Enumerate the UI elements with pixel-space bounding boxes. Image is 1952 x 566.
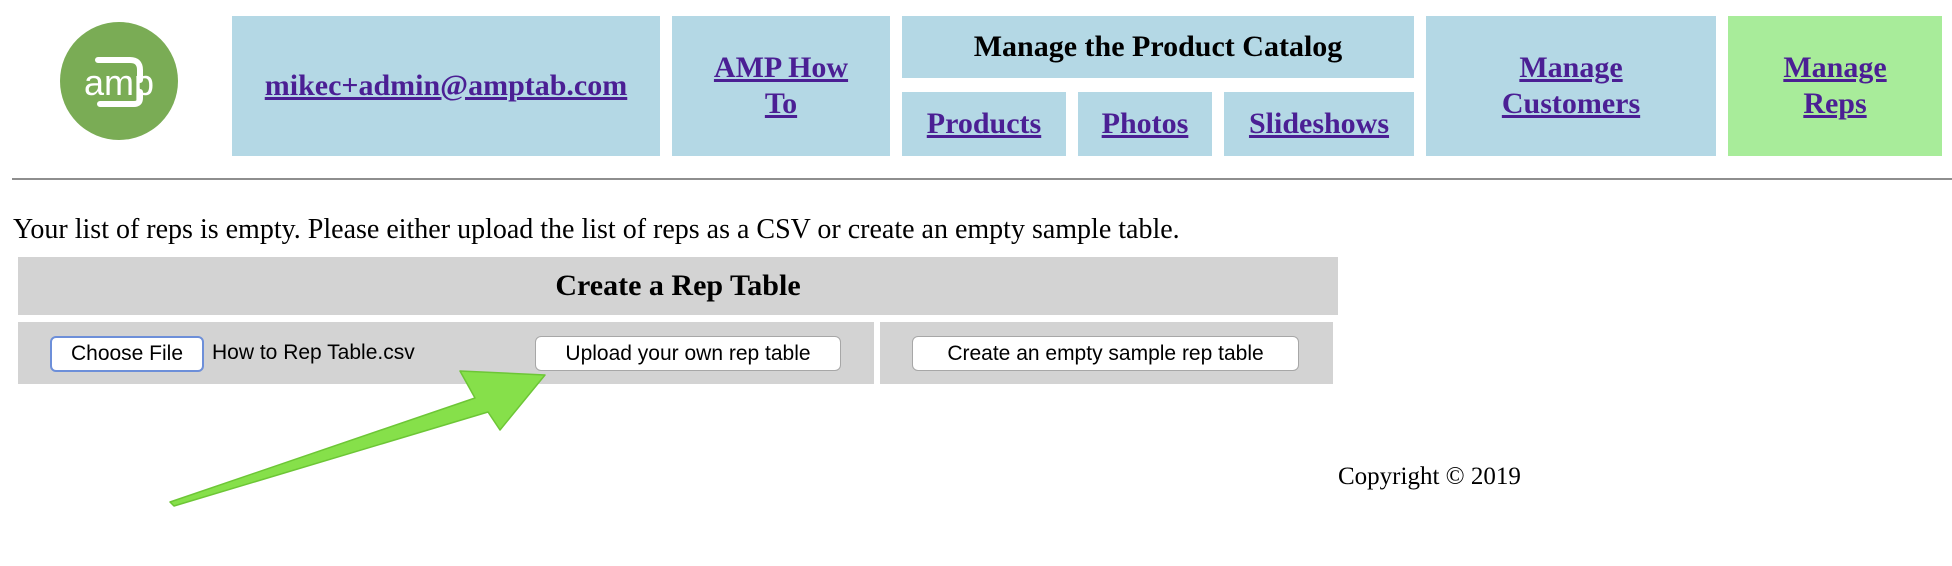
create-sample-rep-table-button[interactable]: Create an empty sample rep table bbox=[912, 336, 1299, 371]
slideshows-link[interactable]: Slideshows bbox=[1248, 107, 1390, 140]
user-email-link[interactable]: mikec+admin@amptab.com bbox=[264, 69, 628, 102]
nav-slideshows-cell: Slideshows bbox=[1224, 92, 1414, 156]
nav-reps-cell-active: Manage Reps bbox=[1728, 16, 1942, 156]
products-link[interactable]: Products bbox=[926, 107, 1042, 140]
catalog-title-cell: Manage the Product Catalog bbox=[902, 16, 1414, 78]
logo-circle bbox=[60, 22, 178, 140]
selected-file-name: How to Rep Table.csv bbox=[212, 341, 415, 364]
nav-photos-cell: Photos bbox=[1078, 92, 1212, 156]
rep-table-title: Create a Rep Table bbox=[18, 257, 1338, 315]
nav-user-cell: mikec+admin@amptab.com bbox=[232, 16, 660, 156]
catalog-title: Manage the Product Catalog bbox=[973, 30, 1343, 63]
choose-file-button[interactable]: Choose File bbox=[50, 336, 204, 372]
empty-reps-message: Your list of reps is empty. Please eithe… bbox=[13, 214, 1180, 245]
manage-customers-link[interactable]: Manage Customers bbox=[1501, 51, 1641, 120]
nav-how-to-cell: AMP How To bbox=[672, 16, 890, 156]
amp-logo-icon bbox=[95, 57, 143, 107]
photos-link[interactable]: Photos bbox=[1101, 107, 1189, 140]
arrow-icon bbox=[169, 370, 546, 507]
how-to-link[interactable]: AMP How To bbox=[713, 51, 849, 120]
green-arrow-annotation bbox=[169, 370, 546, 507]
nav-customers-cell: Manage Customers bbox=[1426, 16, 1716, 156]
nav-products-cell: Products bbox=[902, 92, 1066, 156]
logo-text: amp bbox=[84, 62, 154, 103]
header-divider bbox=[12, 178, 1952, 180]
amp-logo[interactable]: amp bbox=[60, 22, 178, 140]
copyright-text: Copyright © 2019 bbox=[1338, 463, 1521, 490]
manage-reps-link[interactable]: Manage Reps bbox=[1783, 51, 1887, 120]
upload-rep-table-button[interactable]: Upload your own rep table bbox=[535, 336, 841, 371]
